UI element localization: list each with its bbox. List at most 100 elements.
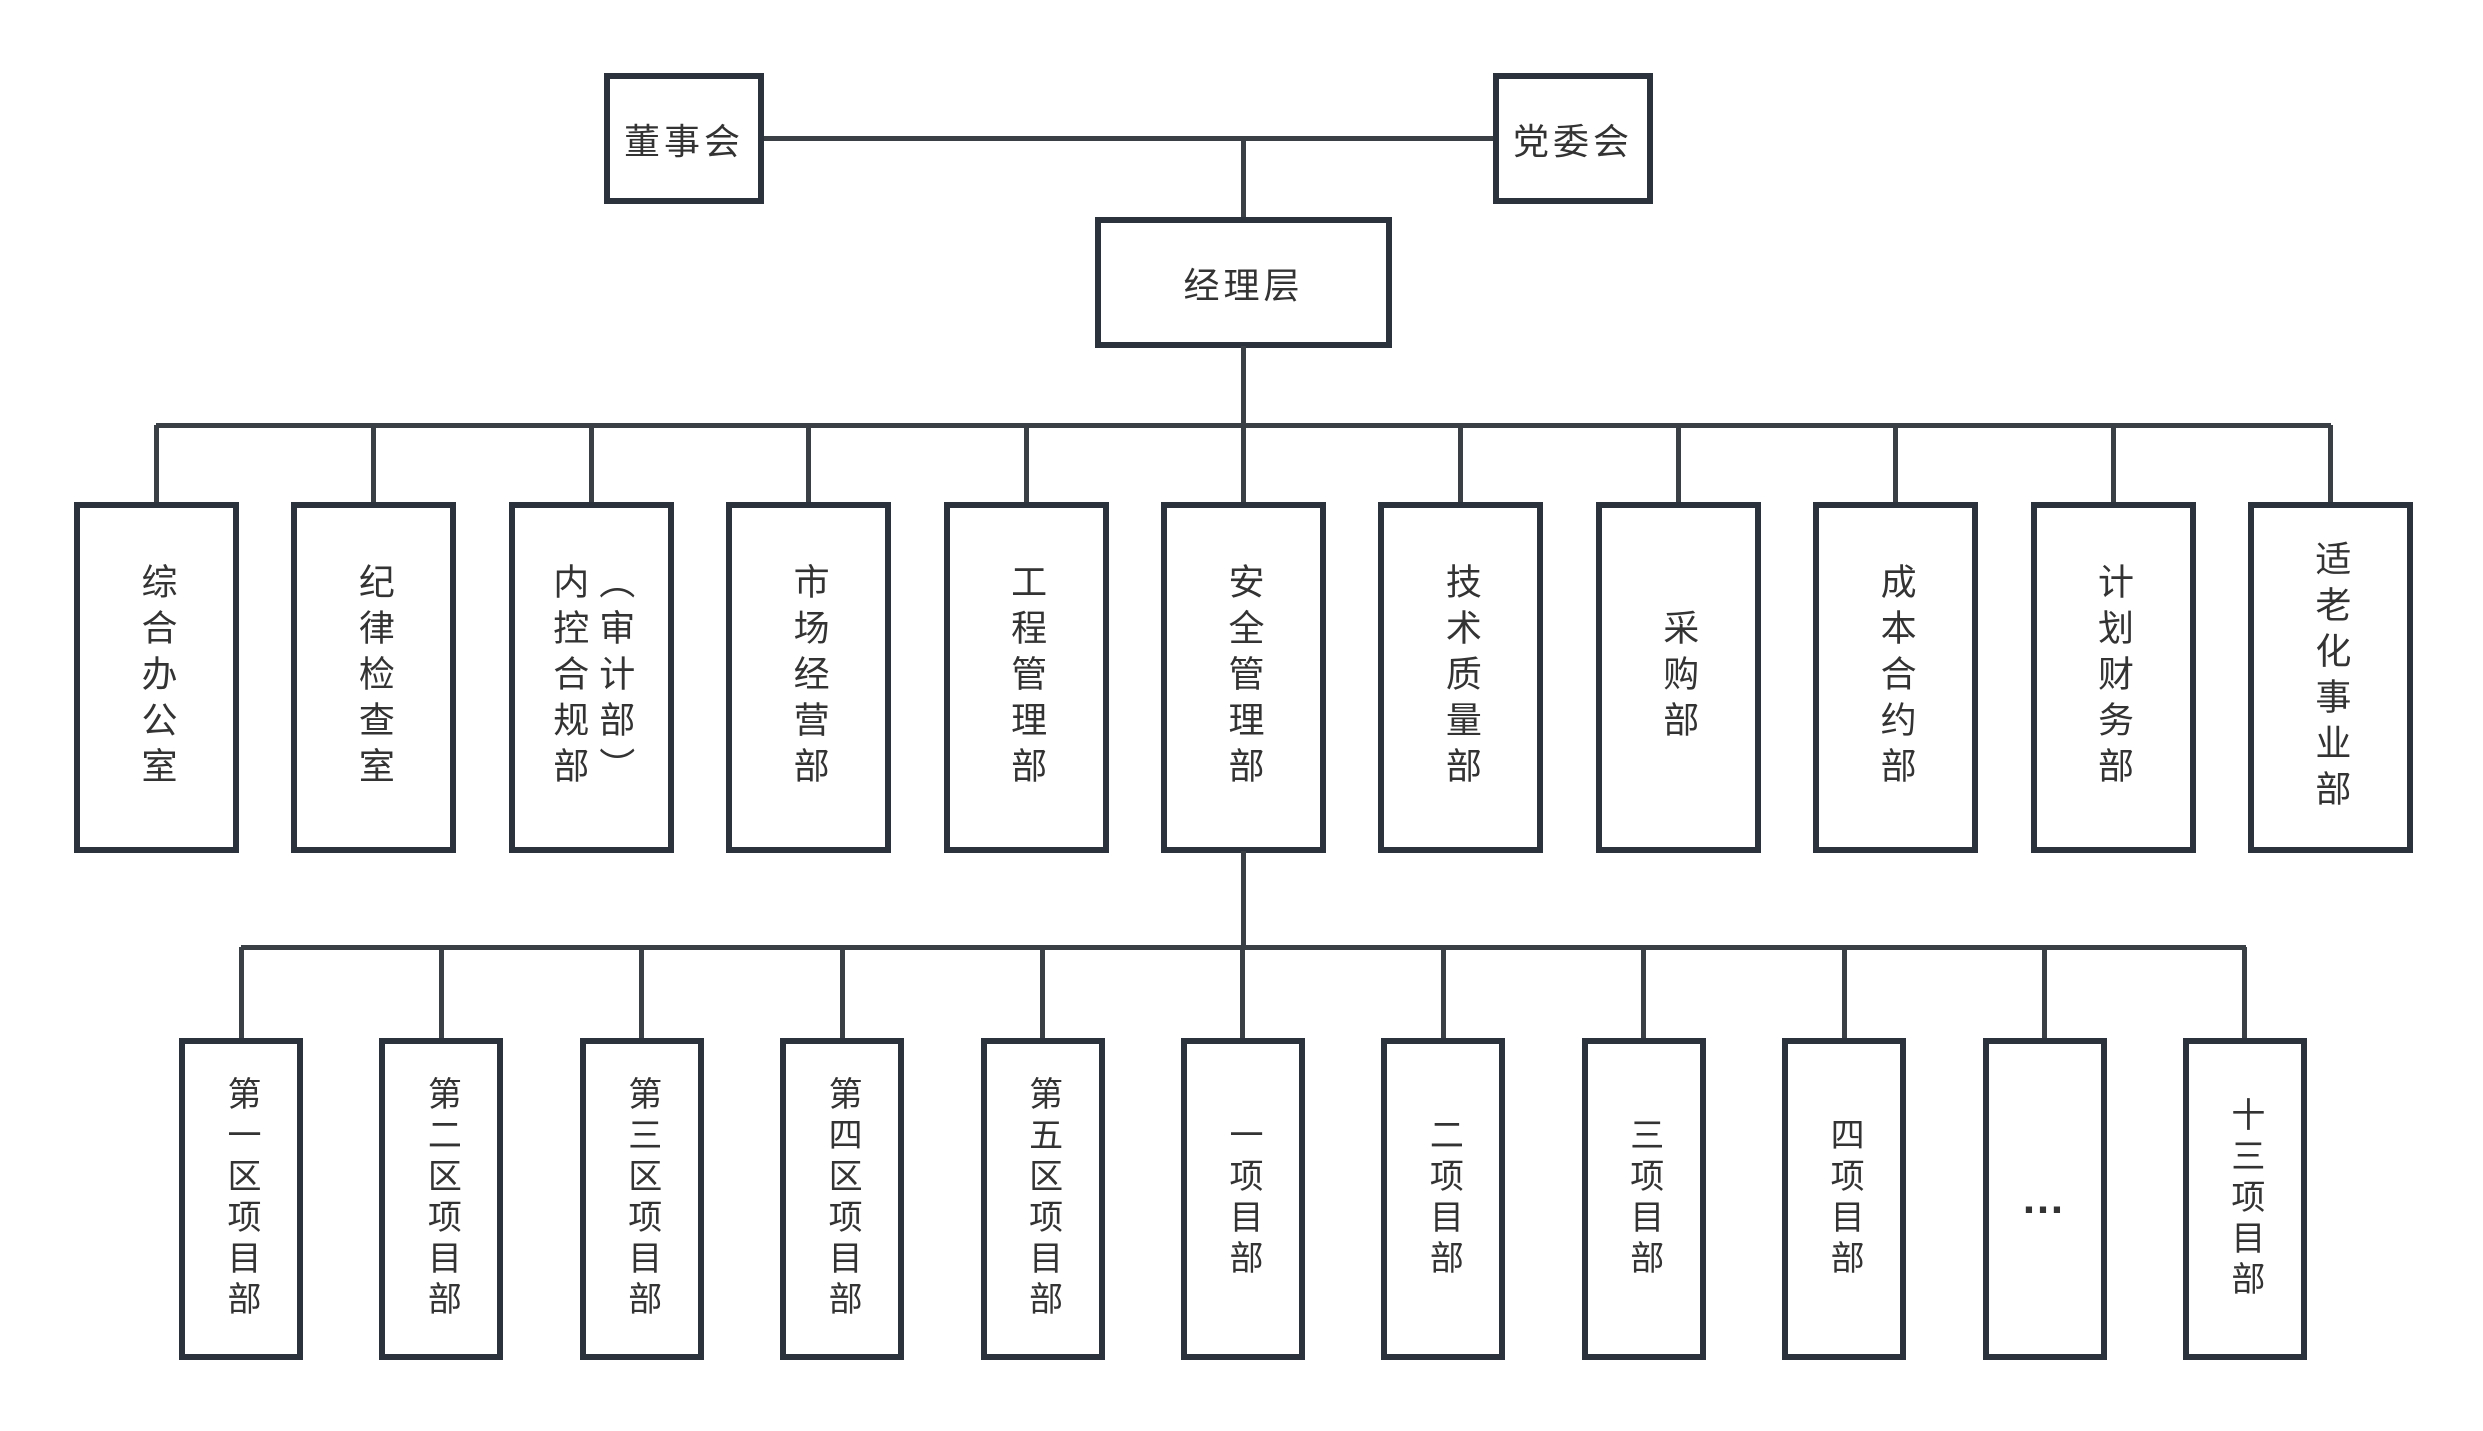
project-box-no-1: 一项目部 bbox=[1180, 1038, 1305, 1360]
dept-label: 纪律检查室 bbox=[353, 562, 395, 793]
dept-box-technology-quality: 技术质量部 bbox=[1378, 502, 1544, 853]
dept-box-planning-finance: 计划财务部 bbox=[2030, 502, 2196, 853]
drop-connector bbox=[1893, 425, 1899, 502]
dept-box-discipline-inspection: 纪律检查室 bbox=[291, 502, 457, 853]
drop-connector bbox=[1023, 425, 1029, 502]
project-row: 第一区项目部 第二区项目部 第三区项目部 第四区项目部 第五区项目部 bbox=[179, 947, 2307, 1360]
drop-connector bbox=[1641, 947, 1647, 1038]
dept-box-engineering-management: 工程管理部 bbox=[943, 502, 1109, 853]
party-committee-label: 党委会 bbox=[1512, 120, 1633, 162]
board-of-directors-box: 董事会 bbox=[604, 73, 764, 204]
department-row: 综合办公室 纪律检查室 内控合规部 （审计部） 市场经营部 工程管理部 bbox=[74, 425, 2413, 853]
management-box: 经理层 bbox=[1095, 217, 1392, 348]
drop-connector bbox=[2042, 947, 2048, 1038]
board-of-directors-label: 董事会 bbox=[623, 120, 744, 162]
project-cell: 三项目部 bbox=[1581, 947, 1706, 1360]
project-box-zone-5: 第五区项目部 bbox=[980, 1038, 1105, 1360]
project-cell: 二项目部 bbox=[1381, 947, 1506, 1360]
project-cell: 四项目部 bbox=[1782, 947, 1907, 1360]
drop-connector bbox=[238, 947, 244, 1038]
drop-connector bbox=[588, 425, 594, 502]
project-box-zone-1: 第一区项目部 bbox=[179, 1038, 303, 1360]
project-box-ellipsis: … bbox=[1982, 1038, 2107, 1360]
project-label: 第二区项目部 bbox=[422, 1076, 461, 1322]
project-label: 四项目部 bbox=[1825, 1117, 1864, 1281]
project-box-zone-4: 第四区项目部 bbox=[780, 1038, 905, 1360]
dept-cell: 综合办公室 bbox=[74, 425, 239, 853]
project-label: 一项目部 bbox=[1223, 1117, 1262, 1281]
dept-cell: 工程管理部 bbox=[943, 425, 1109, 853]
dept-cell: 计划财务部 bbox=[2030, 425, 2196, 853]
management-top-drop-line bbox=[1241, 138, 1246, 219]
drop-connector bbox=[2242, 947, 2248, 1038]
project-cell: 十三项目部 bbox=[2182, 947, 2307, 1360]
board-party-connector-line bbox=[764, 136, 1493, 141]
dept-label: 市场经营部 bbox=[788, 562, 830, 793]
drop-connector bbox=[1675, 425, 1681, 502]
dept-label: 安全管理部 bbox=[1223, 562, 1265, 793]
project-cell: 第一区项目部 bbox=[179, 947, 303, 1360]
drop-connector bbox=[839, 947, 845, 1038]
drop-connector bbox=[1440, 947, 1446, 1038]
dept-box-safety-management: 安全管理部 bbox=[1160, 502, 1326, 853]
dept-cell: 市场经营部 bbox=[726, 425, 892, 853]
project-label: 第一区项目部 bbox=[222, 1076, 260, 1322]
dept-label: 工程管理部 bbox=[1006, 562, 1048, 793]
dept-label: 成本合约部 bbox=[1875, 562, 1917, 793]
drop-connector bbox=[1040, 947, 1046, 1038]
drop-connector bbox=[1240, 425, 1246, 502]
drop-connector bbox=[2110, 425, 2116, 502]
dept-box-general-office: 综合办公室 bbox=[74, 502, 239, 853]
management-bottom-drop-line bbox=[1241, 346, 1246, 425]
party-committee-box: 党委会 bbox=[1493, 73, 1653, 204]
project-label: 第四区项目部 bbox=[823, 1076, 862, 1322]
dept-cell: 适老化事业部 bbox=[2247, 425, 2413, 853]
project-cell: 一项目部 bbox=[1180, 947, 1305, 1360]
dept-cell: 纪律检查室 bbox=[291, 425, 457, 853]
project-label: 二项目部 bbox=[1424, 1117, 1463, 1281]
project-box-no-4: 四项目部 bbox=[1782, 1038, 1907, 1360]
drop-connector bbox=[2327, 425, 2333, 502]
dept-cell: 内控合规部 （审计部） bbox=[508, 425, 674, 853]
dept-cell: 安全管理部 bbox=[1160, 425, 1326, 853]
project-cell: 第二区项目部 bbox=[379, 947, 504, 1360]
project-cell: … bbox=[1982, 947, 2107, 1360]
dept-box-cost-contract: 成本合约部 bbox=[1813, 502, 1979, 853]
dept-label: 适老化事业部 bbox=[2310, 539, 2352, 816]
drop-connector bbox=[1841, 947, 1847, 1038]
dept-box-aging-adaptation-division: 适老化事业部 bbox=[2247, 502, 2413, 853]
dept-box-internal-control-compliance-audit: 内控合规部 （审计部） bbox=[508, 502, 674, 853]
drop-connector bbox=[1458, 425, 1464, 502]
dept-cell: 采购部 bbox=[1595, 425, 1761, 853]
project-box-zone-3: 第三区项目部 bbox=[579, 1038, 704, 1360]
management-label: 经理层 bbox=[1183, 264, 1304, 306]
project-label: 十三项目部 bbox=[2225, 1096, 2264, 1302]
project-box-zone-2: 第二区项目部 bbox=[379, 1038, 504, 1360]
project-box-no-2: 二项目部 bbox=[1381, 1038, 1506, 1360]
project-label: 三项目部 bbox=[1624, 1117, 1663, 1281]
project-cell: 第三区项目部 bbox=[579, 947, 704, 1360]
drop-connector bbox=[639, 947, 645, 1038]
dept-cell: 成本合约部 bbox=[1813, 425, 1979, 853]
project-ellipsis-label: … bbox=[2021, 1174, 2069, 1223]
dept-cell: 技术质量部 bbox=[1378, 425, 1544, 853]
drop-connector bbox=[438, 947, 444, 1038]
safety-management-drop-line bbox=[1241, 851, 1246, 947]
project-cell: 第五区项目部 bbox=[980, 947, 1105, 1360]
dept-label: 综合办公室 bbox=[136, 562, 178, 793]
project-cell: 第四区项目部 bbox=[780, 947, 905, 1360]
project-label: 第五区项目部 bbox=[1023, 1076, 1062, 1322]
dept-label: 内控合规部 （审计部） bbox=[548, 562, 636, 793]
dept-label: 计划财务部 bbox=[2093, 562, 2135, 793]
project-label: 第三区项目部 bbox=[622, 1076, 661, 1322]
project-box-no-3: 三项目部 bbox=[1581, 1038, 1706, 1360]
drop-connector bbox=[1240, 947, 1246, 1038]
drop-connector bbox=[806, 425, 812, 502]
dept-box-procurement: 采购部 bbox=[1595, 502, 1761, 853]
dept-box-market-operations: 市场经营部 bbox=[726, 502, 892, 853]
drop-connector bbox=[154, 425, 159, 502]
dept-label: 采购部 bbox=[1658, 608, 1700, 747]
drop-connector bbox=[371, 425, 377, 502]
project-box-no-13: 十三项目部 bbox=[2182, 1038, 2307, 1360]
